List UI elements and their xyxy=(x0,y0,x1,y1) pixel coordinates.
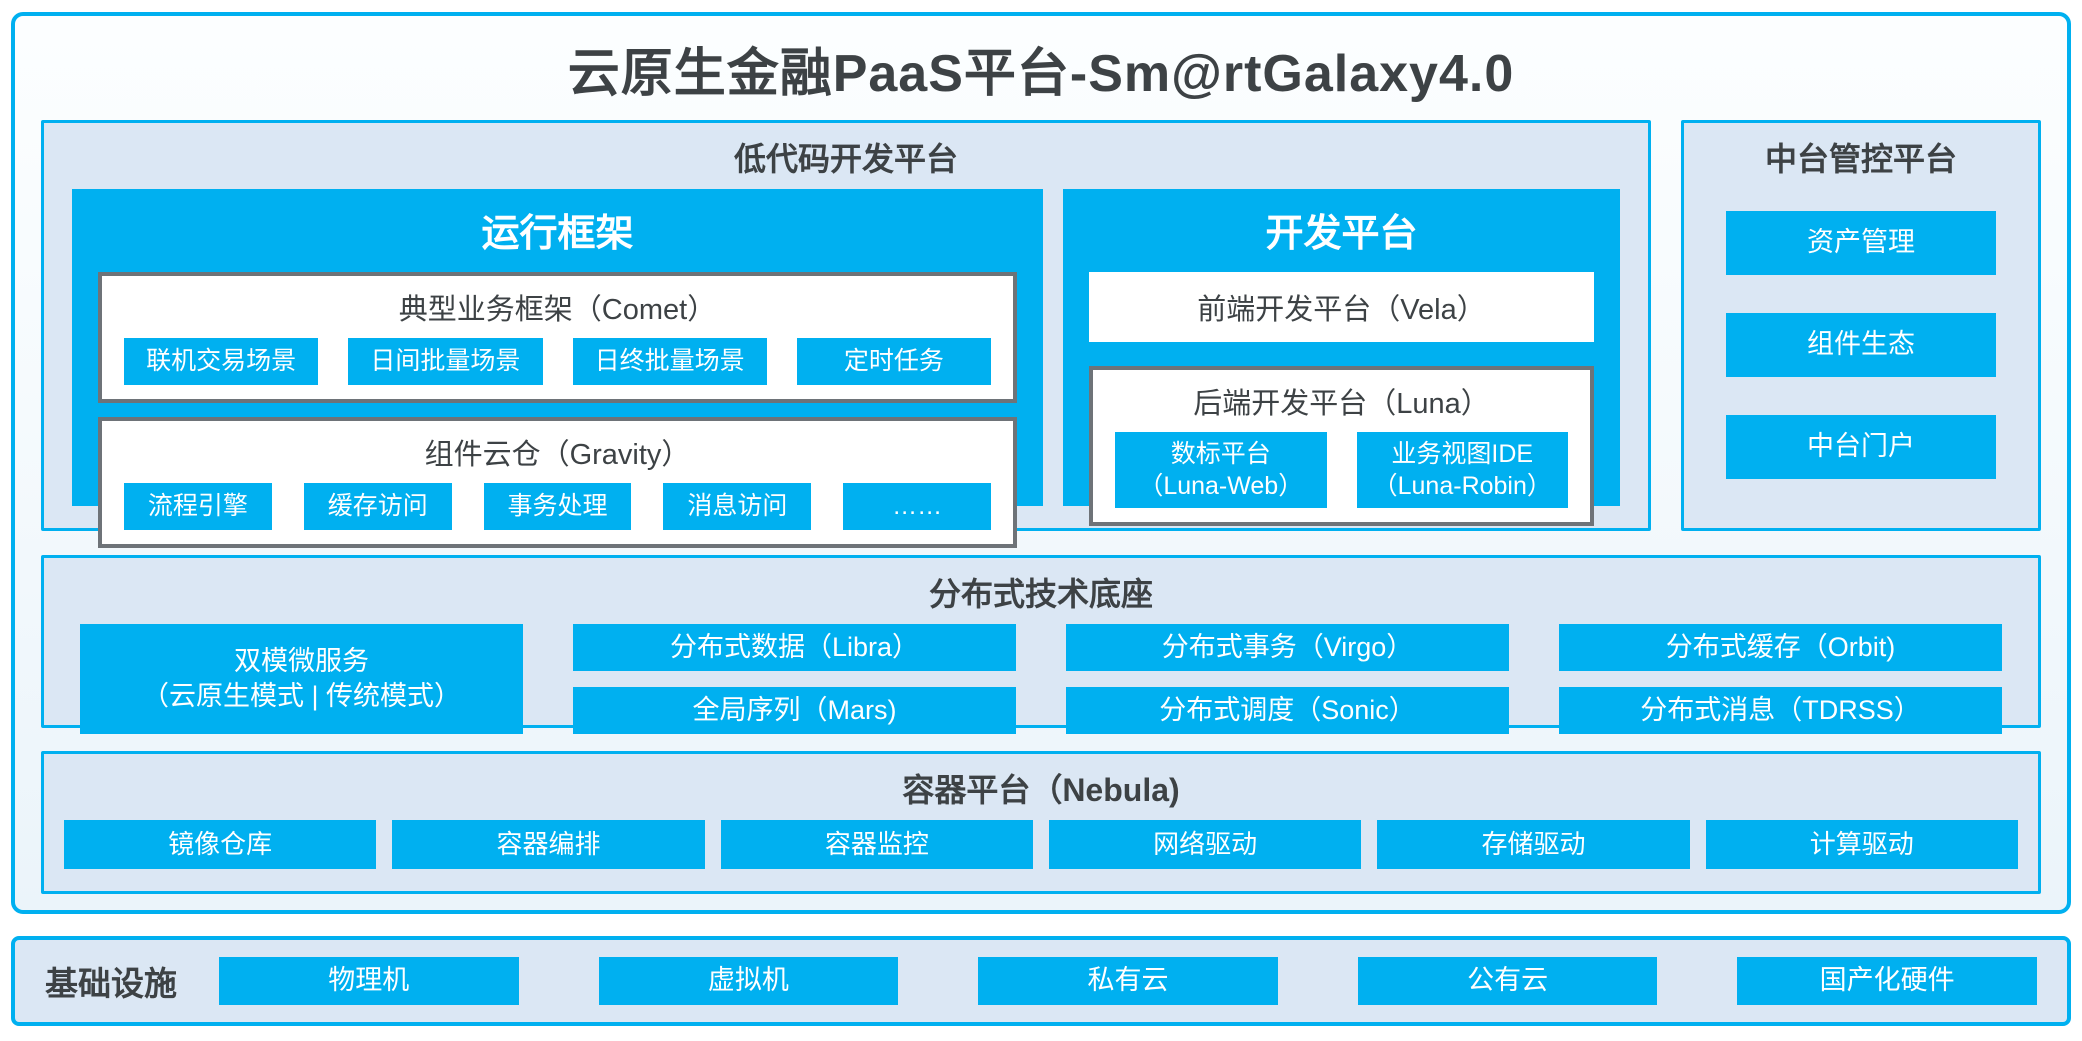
container-platform-chip: 计算驱动 xyxy=(1705,820,2018,869)
luna-chip-line1: 业务视图IDE xyxy=(1391,439,1534,468)
mid-platform-chip: 中台门户 xyxy=(1726,415,1996,479)
comet-chip: 联机交易场景 xyxy=(124,338,319,385)
gravity-chip: 事务处理 xyxy=(483,483,632,530)
distributed-chip: 全局序列（Mars) xyxy=(573,687,1016,734)
infrastructure-label: 基础设施 xyxy=(45,965,177,1002)
mid-platform-chip: 资产管理 xyxy=(1726,211,1996,275)
gravity-chip: 流程引擎 xyxy=(124,483,272,530)
luna-chip-line1: 数标平台 xyxy=(1170,439,1271,468)
dev-platform-box: 开发平台 前端开发平台（Vela） 后端开发平台（Luna） 数标平台 （Lun… xyxy=(1063,189,1620,526)
distributed-chip: 分布式调度（Sonic） xyxy=(1066,687,1509,734)
runtime-framework-box: 运行框架 典型业务框架（Comet） 联机交易场景日间批量场景日终批量场景定时任… xyxy=(72,189,1044,548)
distributed-chip: 分布式事务（Virgo） xyxy=(1066,624,1509,671)
luna-chip: 业务视图IDE （Luna-Robin） xyxy=(1356,432,1568,508)
luna-chip: 数标平台 （Luna-Web） xyxy=(1115,432,1327,508)
luna-box: 后端开发平台（Luna） 数标平台 （Luna-Web） 业务视图IDE xyxy=(1089,366,1594,526)
panel-infrastructure: 基础设施 物理机 虚拟机 私有云 公有云 国产化硬件 xyxy=(11,936,2071,1026)
distributed-chip: 分布式数据（Libra） xyxy=(573,624,1016,671)
container-platform-chip: 网络驱动 xyxy=(1048,820,1362,869)
dev-platform-title: 开发平台 xyxy=(1265,213,1418,255)
comet-title: 典型业务框架（Comet） xyxy=(398,294,717,326)
luna-title: 后端开发平台（Luna） xyxy=(1193,388,1490,420)
infrastructure-chip: 国产化硬件 xyxy=(1737,957,2037,1005)
mid-platform-chips: 资产管理组件生态中台门户 xyxy=(1684,189,2038,479)
distributed-chip: 分布式缓存（Orbit) xyxy=(1559,624,2002,671)
gravity-box: 组件云仓（Gravity） 流程引擎缓存访问事务处理消息访问 …… xyxy=(98,417,1018,548)
gravity-chip: …… xyxy=(843,483,992,530)
distributed-chip: 分布式消息（TDRSS） xyxy=(1559,687,2002,734)
luna-chip-line2: （Luna-Robin） xyxy=(1372,472,1552,500)
container-platform-chip: 容器监控 xyxy=(720,820,1033,869)
container-platform-chip: 镜像仓库 xyxy=(64,820,377,869)
container-platform-chip: 存储驱动 xyxy=(1377,820,1690,869)
infrastructure-chip: 虚拟机 xyxy=(598,957,899,1005)
comet-chip: 定时任务 xyxy=(796,338,992,385)
gravity-chip-row: 流程引擎缓存访问事务处理消息访问 …… xyxy=(124,483,992,530)
main-container: 云原生金融PaaS平台-Sm@rtGalaxy4.0 低代码开发平台 运行框架 … xyxy=(11,12,2071,914)
runtime-framework-title: 运行框架 xyxy=(481,213,634,255)
infrastructure-chip: 物理机 xyxy=(219,957,519,1005)
comet-box: 典型业务框架（Comet） 联机交易场景日间批量场景日终批量场景定时任务 xyxy=(98,272,1018,403)
mid-platform-chip: 组件生态 xyxy=(1726,313,1996,377)
distributed-header: 分布式技术底座 xyxy=(928,576,1153,612)
gravity-chip: 缓存访问 xyxy=(303,483,452,530)
distributed-grid: 双模微服务 （云原生模式 | 传统模式） 分布式数据（Libra） 分布式事务（V… xyxy=(44,624,2038,756)
panel-container-platform: 容器平台（Nebula) 镜像仓库容器编排容器监控网络驱动存储驱动计算驱动 xyxy=(41,751,2041,894)
luna-chip-line2: （Luna-Web） xyxy=(1138,472,1304,500)
vela-box: 前端开发平台（Vela） xyxy=(1089,272,1594,342)
dual-mode-line2: （云原生模式 | 传统模式） xyxy=(141,681,462,711)
top-row: 低代码开发平台 运行框架 典型业务框架（Comet） 联机交易场景日间批量场景日… xyxy=(41,120,2041,548)
gravity-chip: 消息访问 xyxy=(663,483,812,530)
gravity-title: 组件云仓（Gravity） xyxy=(424,439,691,471)
infrastructure-chips: 物理机 虚拟机 私有云 公有云 国产化硬件 xyxy=(219,957,2037,1005)
container-platform-header: 容器平台（Nebula) xyxy=(902,772,1180,808)
dual-mode-microservice-chip: 双模微服务 （云原生模式 | 传统模式） xyxy=(80,624,523,734)
vela-title: 前端开发平台（Vela） xyxy=(1197,294,1486,326)
low-code-body: 运行框架 典型业务框架（Comet） 联机交易场景日间批量场景日终批量场景定时任… xyxy=(44,189,1648,548)
panel-low-code: 低代码开发平台 运行框架 典型业务框架（Comet） 联机交易场景日间批量场景日… xyxy=(41,120,1651,548)
panel-mid-platform: 中台管控平台 资产管理组件生态中台门户 xyxy=(1681,120,2041,531)
container-platform-chips: 镜像仓库容器编排容器监控网络驱动存储驱动计算驱动 xyxy=(44,820,2038,891)
comet-chip: 日间批量场景 xyxy=(348,338,543,385)
low-code-header: 低代码开发平台 xyxy=(733,141,958,177)
infrastructure-chip: 私有云 xyxy=(978,957,1278,1005)
container-platform-chip: 容器编排 xyxy=(392,820,705,869)
page-title: 云原生金融PaaS平台-Sm@rtGalaxy4.0 xyxy=(567,44,1515,103)
luna-chip-row: 数标平台 （Luna-Web） 业务视图IDE （Luna-Robin） xyxy=(1115,432,1568,508)
infrastructure-chip: 公有云 xyxy=(1357,957,1658,1005)
mid-platform-header: 中台管控平台 xyxy=(1764,141,1957,177)
comet-chip-row: 联机交易场景日间批量场景日终批量场景定时任务 xyxy=(124,338,992,385)
comet-chip: 日终批量场景 xyxy=(572,338,767,385)
dual-mode-line1: 双模微服务 xyxy=(234,645,369,676)
panel-distributed-base: 分布式技术底座 双模微服务 （云原生模式 | 传统模式） 分布式数据（Libra… xyxy=(41,555,2041,734)
